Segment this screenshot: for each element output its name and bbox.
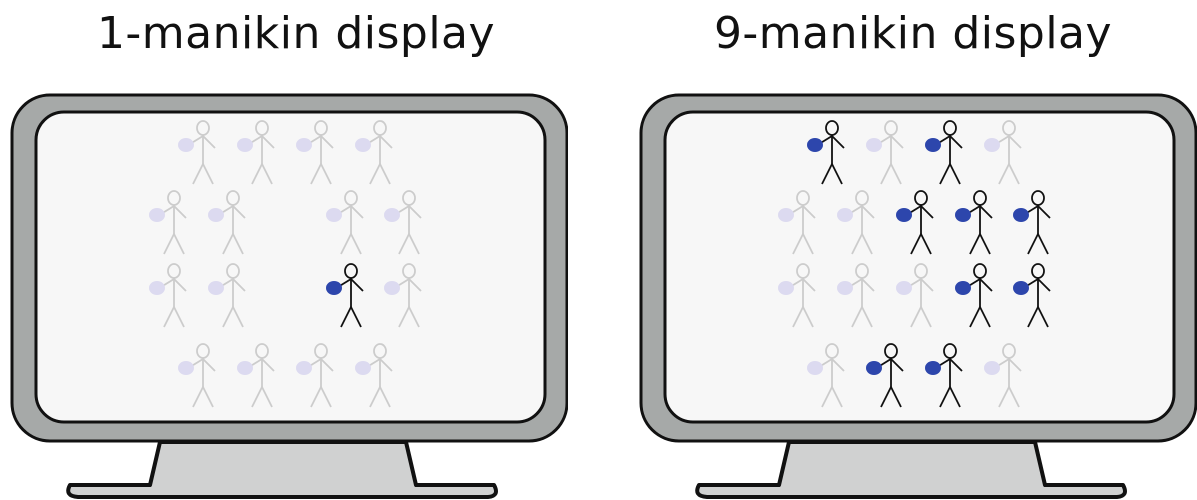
monitor-stand	[68, 442, 496, 497]
manikin-ball	[384, 208, 400, 222]
manikin-ball	[1013, 281, 1029, 295]
manikin-ball	[208, 208, 224, 222]
monitor-9-manikin	[629, 0, 1197, 500]
manikin-ball	[896, 281, 912, 295]
manikin-ball	[866, 361, 882, 375]
manikin-ball	[149, 208, 165, 222]
manikin-ball	[984, 138, 1000, 152]
monitor-screen	[665, 112, 1174, 422]
manikin-ball	[984, 361, 1000, 375]
monitor-screen	[36, 112, 545, 422]
manikin-ball	[925, 361, 941, 375]
manikin-ball	[925, 138, 941, 152]
manikin-ball	[778, 281, 794, 295]
monitor-1-manikin	[0, 0, 568, 500]
manikin-ball	[237, 138, 253, 152]
manikin-ball	[296, 138, 312, 152]
manikin-ball	[807, 361, 823, 375]
manikin-ball	[237, 361, 253, 375]
manikin-ball	[296, 361, 312, 375]
manikin-ball	[326, 281, 342, 295]
manikin-ball	[355, 361, 371, 375]
manikin-ball	[837, 281, 853, 295]
manikin-ball	[837, 208, 853, 222]
manikin-ball	[326, 208, 342, 222]
manikin-ball	[807, 138, 823, 152]
manikin-ball	[384, 281, 400, 295]
manikin-ball	[208, 281, 224, 295]
monitor-stand	[697, 442, 1125, 497]
manikin-ball	[778, 208, 794, 222]
manikin-ball	[355, 138, 371, 152]
manikin-ball	[178, 138, 194, 152]
manikin-ball	[896, 208, 912, 222]
manikin-ball	[1013, 208, 1029, 222]
manikin-ball	[178, 361, 194, 375]
manikin-ball	[955, 281, 971, 295]
manikin-ball	[149, 281, 165, 295]
manikin-ball	[955, 208, 971, 222]
manikin-ball	[866, 138, 882, 152]
